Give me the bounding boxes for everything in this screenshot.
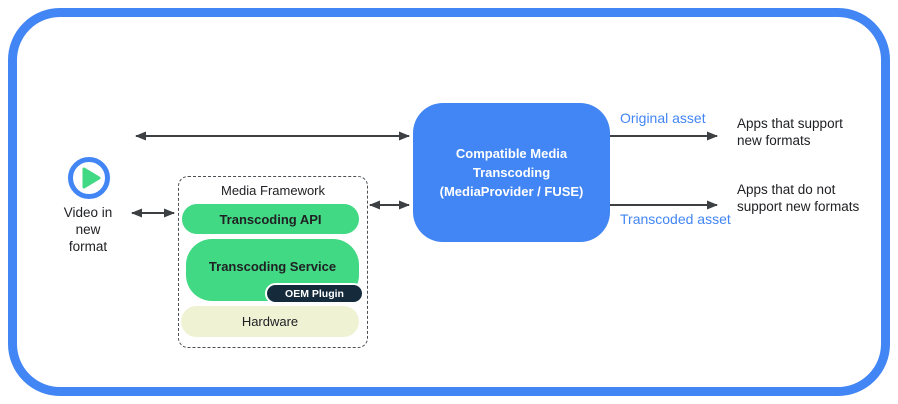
media-framework-box: Media Framework Transcoding API Transcod…	[178, 176, 368, 348]
diagram-outer-border	[8, 8, 890, 396]
media-framework-title: Media Framework	[220, 183, 326, 198]
play-icon	[67, 156, 111, 200]
apps-support-new-formats-label: Apps that support new formats	[737, 116, 843, 148]
transcoded-asset-label: Transcoded asset	[620, 211, 731, 227]
transcoding-service-layer: Transcoding Service OEM Plugin	[186, 239, 364, 304]
transcoding-api-layer: Transcoding API	[182, 204, 359, 234]
compatible-media-transcoding-box: Compatible Media Transcoding (MediaProvi…	[413, 103, 610, 242]
video-source-label: Video in new format	[63, 205, 113, 254]
hardware-label: Hardware	[241, 314, 299, 329]
transcoding-service-label: Transcoding Service	[208, 258, 337, 274]
apps-not-support-new-formats-label: Apps that do not support new formats	[737, 182, 860, 214]
oem-plugin-badge: OEM Plugin	[265, 283, 364, 304]
original-asset-label: Original asset	[620, 110, 706, 126]
hardware-layer: Hardware	[181, 306, 359, 337]
transcoding-api-label: Transcoding API	[219, 211, 322, 227]
oem-plugin-label: OEM Plugin	[285, 287, 344, 300]
